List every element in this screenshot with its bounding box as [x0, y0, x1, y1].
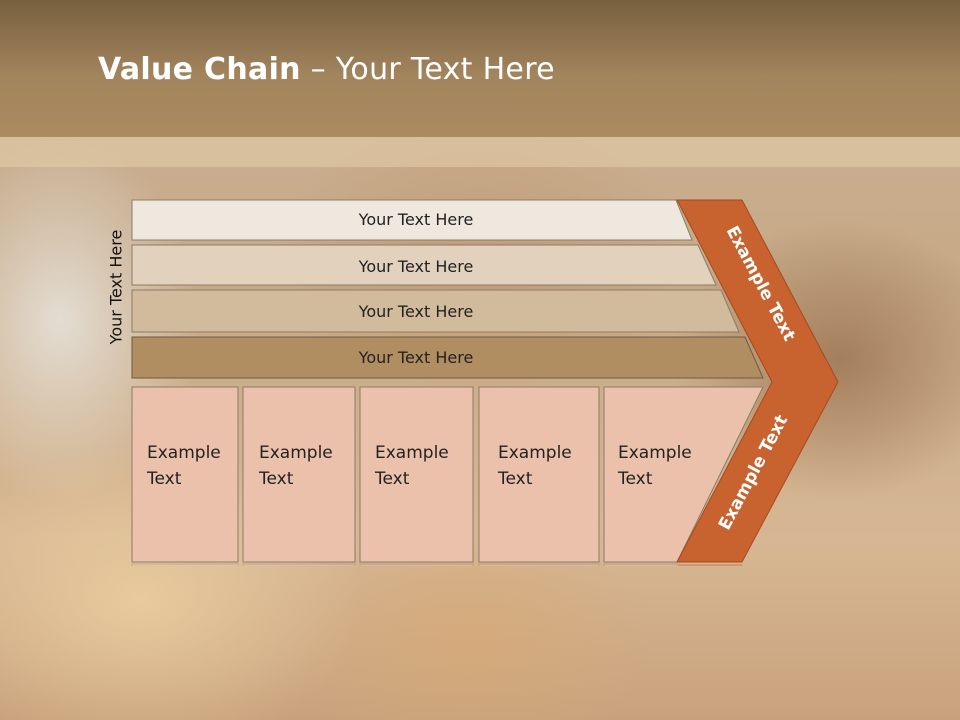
bar-1-label: Your Text Here — [358, 210, 474, 229]
box-4-line1: Example — [498, 443, 572, 463]
box-2[interactable] — [242, 386, 356, 563]
reflection-box-4-line1: Example — [498, 663, 572, 683]
reflection-box-5-line2: Text — [617, 637, 653, 657]
box-5-line2: Text — [617, 469, 653, 489]
box-2-line1: Example — [259, 443, 333, 463]
bar-3-label: Your Text Here — [358, 302, 474, 321]
bars-group: Your Text Here Your Text Here Your Text … — [131, 199, 764, 379]
bar-2[interactable] — [131, 244, 717, 286]
reflection-box-4-line2: Text — [497, 637, 533, 657]
reflection-box-3-line2: Text — [374, 637, 410, 657]
box-3-line2: Text — [374, 469, 410, 489]
reflection-group: Example Text Example Text Example Text E… — [131, 563, 826, 720]
slide-title[interactable]: Value Chain – Your Text Here — [98, 52, 555, 87]
bar-4[interactable] — [131, 336, 764, 379]
title-rest: – Your Text Here — [300, 52, 555, 87]
bar-4-label: Your Text Here — [358, 348, 474, 367]
title-bar — [0, 0, 960, 137]
reflection-box-1-line1: Example — [147, 663, 221, 683]
reflection-box-1-line2: Text — [146, 637, 182, 657]
box-3-line1: Example — [375, 443, 449, 463]
box-1-line2: Text — [146, 469, 182, 489]
reflection-box-5-line1: Example — [618, 663, 692, 683]
title-bold: Value Chain — [98, 52, 301, 87]
reflection-box-2-line2: Text — [258, 637, 294, 657]
box-1-line1: Example — [147, 443, 221, 463]
bar-1[interactable] — [131, 199, 693, 241]
bar-3[interactable] — [131, 289, 740, 333]
bar-2-label: Your Text Here — [358, 257, 474, 276]
box-4[interactable] — [478, 386, 600, 563]
boxes-group: Example Text Example Text Example Text E… — [131, 386, 764, 563]
box-4-line2: Text — [497, 469, 533, 489]
box-5-line1: Example — [618, 443, 692, 463]
box-2-line2: Text — [258, 469, 294, 489]
box-1[interactable] — [131, 386, 239, 563]
reflection-box-3-line1: Example — [375, 663, 449, 683]
box-3[interactable] — [359, 386, 474, 563]
chevron-arrow[interactable] — [676, 199, 839, 563]
title-strip — [0, 137, 960, 167]
reflection-box-2-line1: Example — [259, 663, 333, 683]
